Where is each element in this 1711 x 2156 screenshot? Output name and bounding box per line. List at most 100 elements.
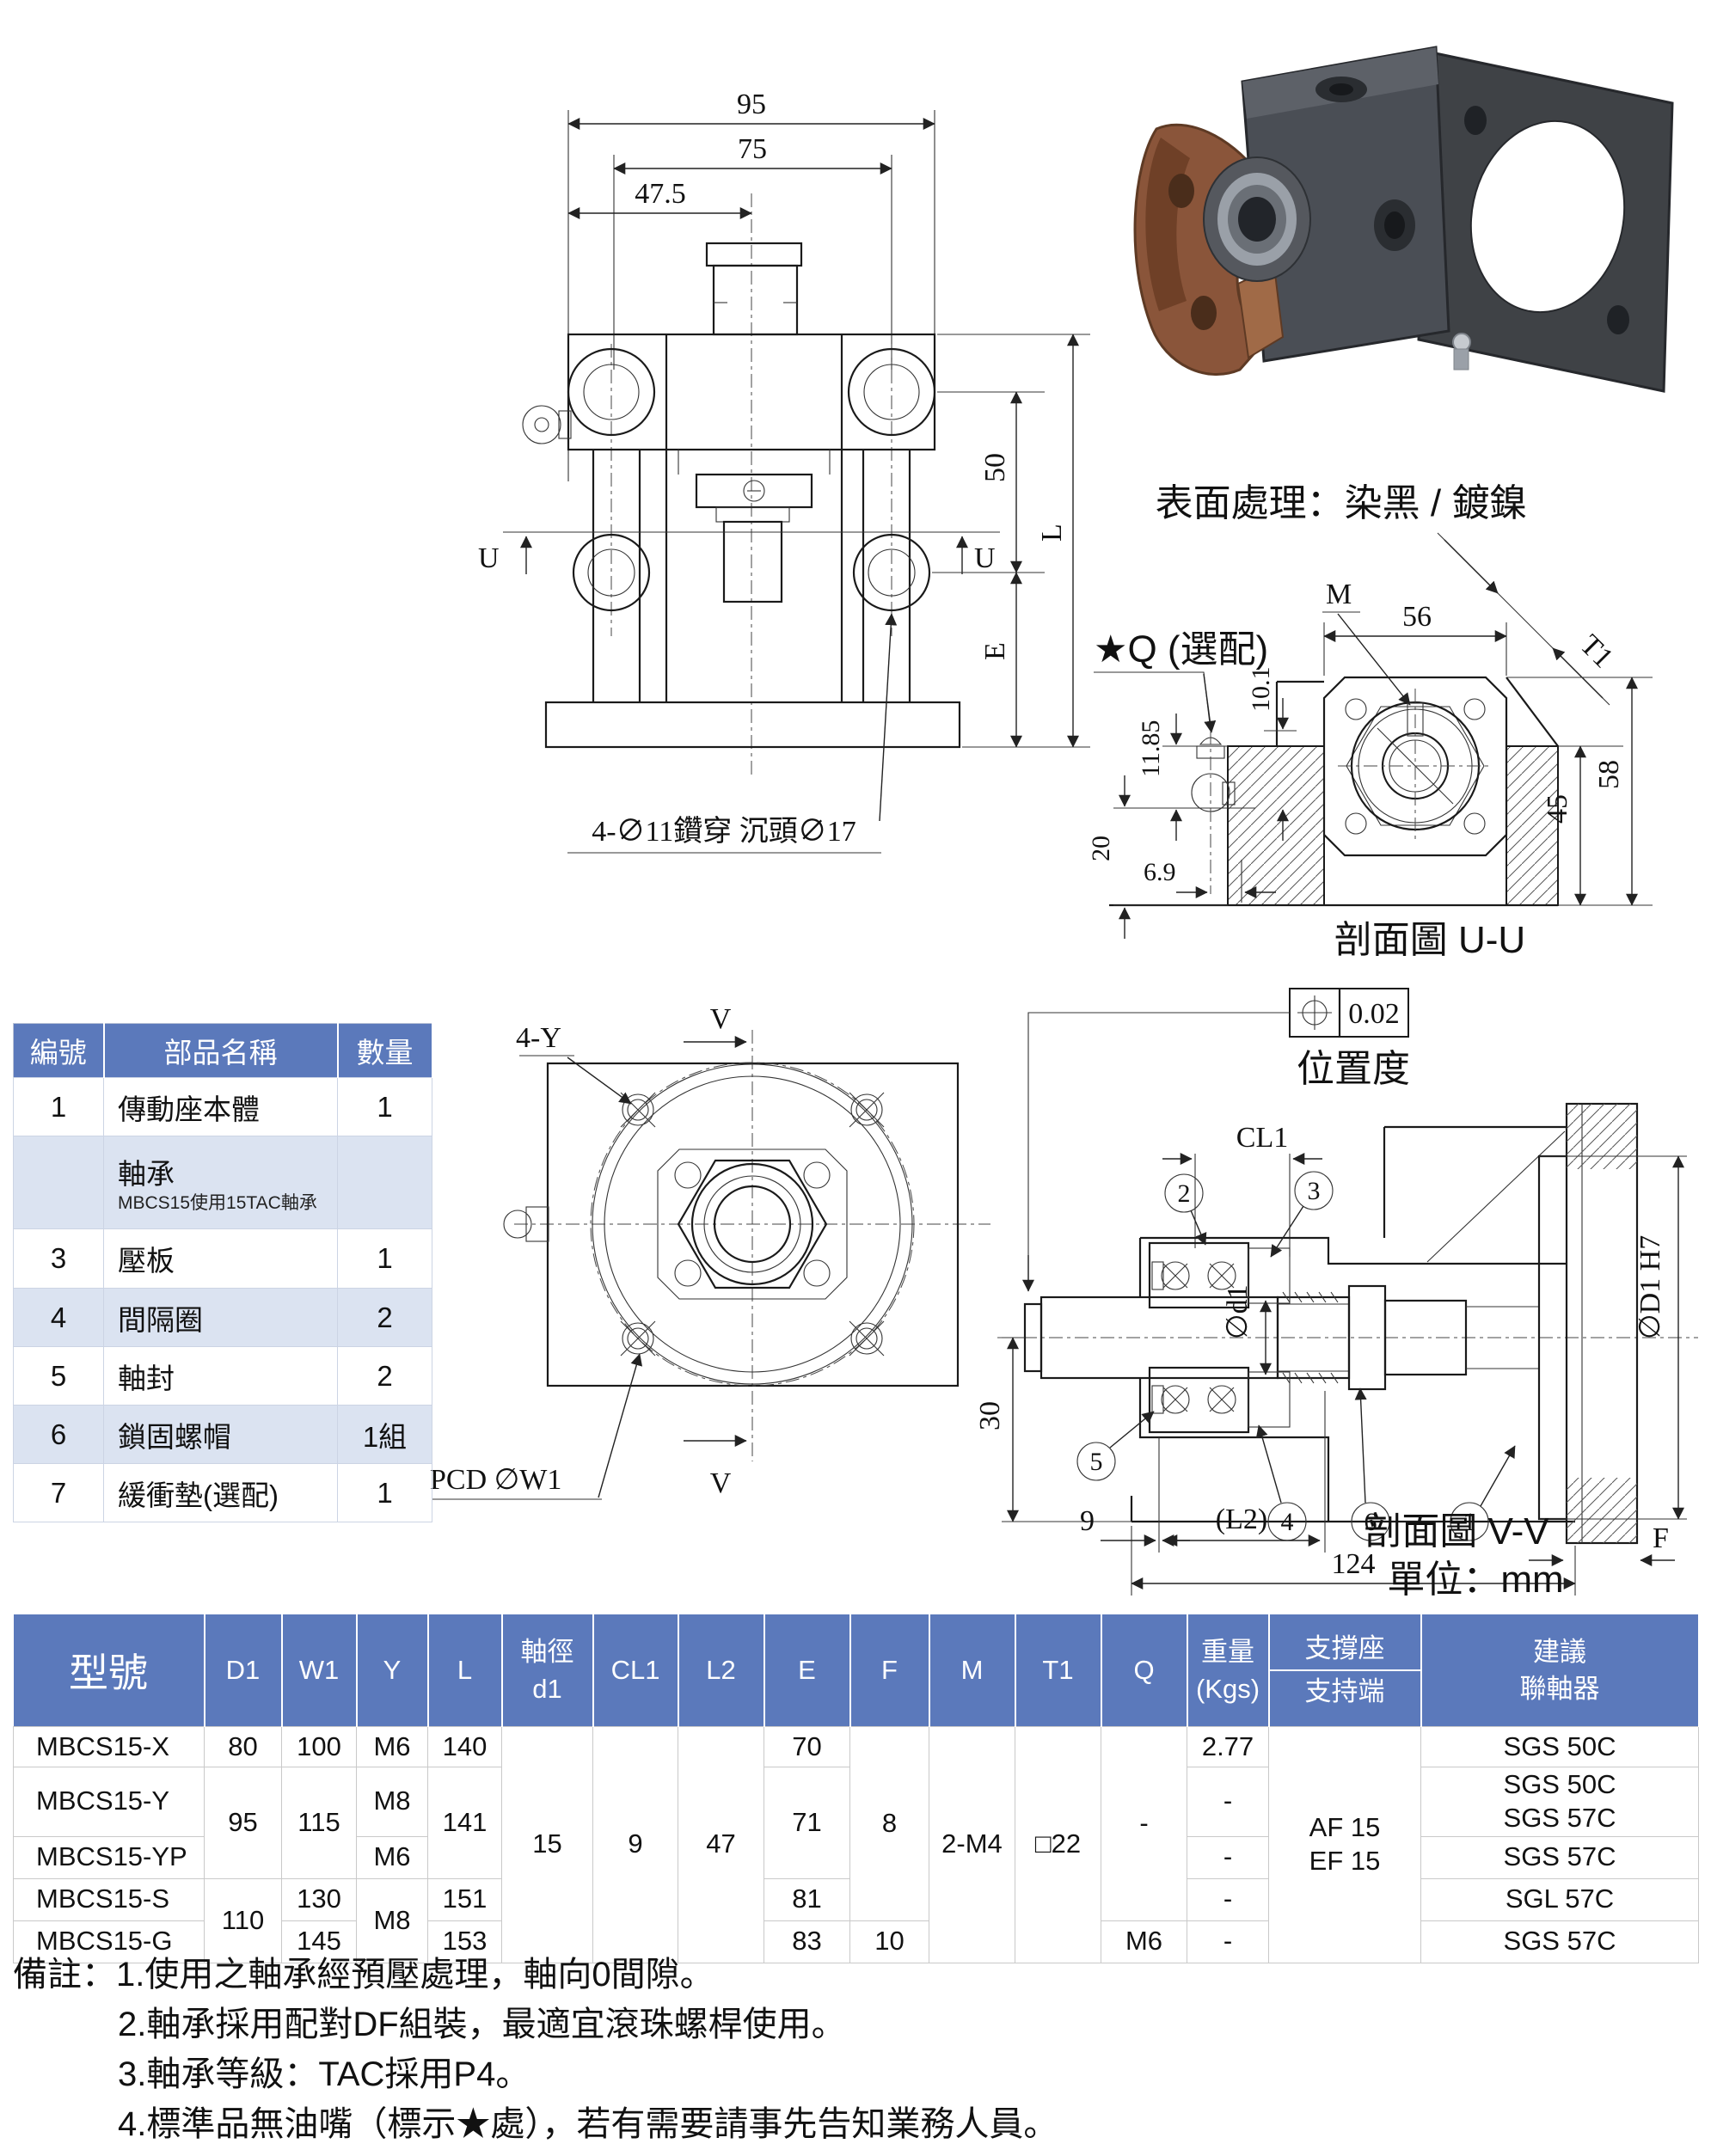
- dim-56: 56: [1402, 601, 1432, 633]
- parts-header-row: 編號 部品名稱 數量: [13, 1023, 433, 1078]
- model-cell: MBCS15-YP: [13, 1835, 205, 1879]
- dim-75: 75: [738, 133, 767, 165]
- table-row: 5 軸封 2: [13, 1346, 432, 1406]
- balloon-2: 2: [1178, 1179, 1191, 1208]
- dim-45: 45: [1542, 794, 1573, 824]
- part-name: 壓板: [103, 1228, 338, 1289]
- spec-header-l2: L2: [678, 1614, 765, 1727]
- section-u-right: U: [974, 542, 996, 574]
- spec-header-coupling: 建議聯軸器: [1420, 1614, 1700, 1727]
- table-row: MBCS15-X 80 100 M6 140 15 9 47 70 8 2-M4…: [13, 1726, 1699, 1963]
- part-name-main: 軸承: [118, 1157, 175, 1190]
- section-vv-title: 剖面圖 V-V: [1364, 1510, 1549, 1553]
- section-u-left: U: [478, 542, 500, 574]
- table-row: MBCS15-S 110 130 M8 151 81 - SGL 57C: [13, 1877, 1699, 1963]
- coupling-line1: SGS 50C: [1503, 1769, 1616, 1799]
- model-cell: MBCS15-Y: [13, 1767, 205, 1837]
- spec-header-d1: D1: [204, 1614, 283, 1727]
- balloon-4: 4: [1281, 1508, 1294, 1536]
- tolerance-label: 位置度: [1297, 1048, 1410, 1090]
- part-no: 7: [13, 1463, 104, 1522]
- dim-L: L: [1036, 524, 1068, 542]
- product-3d-render: 表面處理：染黑 / 鍍鎳: [1133, 46, 1674, 524]
- section-vv-view: 0.02 位置度 CL1: [974, 988, 1698, 1601]
- dim-T1: T1: [1573, 628, 1619, 674]
- dim-d1: ∅d1: [1222, 1284, 1254, 1339]
- table-row: MBCS15-G 145 153 83 10 M6 - SGS 57C: [13, 1920, 1699, 1963]
- support-line2: EF 15: [1309, 1845, 1381, 1876]
- dim-10-1: 10.1: [1247, 667, 1275, 713]
- spec-header-w1: W1: [281, 1614, 358, 1727]
- dim-6-9: 6.9: [1144, 858, 1176, 886]
- part-qty: 2: [337, 1288, 432, 1347]
- spec-header-f: F: [849, 1614, 930, 1727]
- part-name: 軸封: [103, 1346, 338, 1406]
- model-cell: MBCS15-G: [13, 1920, 205, 1963]
- dim-47-5: 47.5: [635, 178, 686, 210]
- balloon-callouts: 2 3 5 4 6 1: [1076, 1171, 1516, 1541]
- spec-header-t1: T1: [1015, 1614, 1102, 1727]
- part-qty: 1: [337, 1228, 432, 1289]
- table-row: 1 傳動座本體 1: [13, 1077, 432, 1136]
- part-no: 5: [13, 1346, 104, 1406]
- part-no: 3: [13, 1228, 104, 1289]
- spec-header-y: Y: [356, 1614, 429, 1727]
- support-line1: AF 15: [1309, 1812, 1381, 1842]
- balloon-1: 1: [1463, 1508, 1476, 1536]
- spec-header-weight: 重量(Kgs): [1187, 1614, 1270, 1727]
- dim-F: F: [1653, 1522, 1669, 1554]
- notes-prefix: 備註：: [13, 1956, 116, 1994]
- dim-E: E: [979, 642, 1011, 660]
- v-bottom-label: V: [710, 1467, 732, 1499]
- coupling-line2: SGS 57C: [1503, 1802, 1616, 1833]
- note-1: 1.使用之軸承經預壓處理，軸向0間隙。: [116, 1956, 714, 1994]
- table-row: 6 鎖固螺帽 1組: [13, 1405, 432, 1464]
- part-qty: 2: [337, 1346, 432, 1406]
- part-qty: [337, 1136, 432, 1229]
- dim-M: M: [1326, 579, 1352, 610]
- front-circular-view: V 4-Y PCD ∅W1 V: [430, 1003, 990, 1500]
- model-cell: MBCS15-S: [13, 1877, 205, 1921]
- q-option-label: ★Q (選配): [1094, 628, 1268, 671]
- model-cell: MBCS15-X: [13, 1726, 205, 1767]
- table-row: 3 壓板 1: [13, 1228, 432, 1289]
- part-name: 鎖固螺帽: [103, 1405, 338, 1464]
- spec-header-cl1: CL1: [592, 1614, 679, 1727]
- tolerance-value: 0.02: [1348, 998, 1400, 1030]
- dim-30: 30: [974, 1401, 1006, 1430]
- part-qty: 1組: [337, 1405, 432, 1464]
- table-row: MBCS15-YP M6 - SGS 57C: [13, 1835, 1699, 1879]
- part-no: 6: [13, 1405, 104, 1464]
- part-name: 緩衝墊(選配): [103, 1463, 338, 1522]
- footer-notes: 備註：1.使用之軸承經預壓處理，軸向0間隙。 2.軸承採用配對DF組裝，最適宜滾…: [13, 1950, 1690, 2149]
- spec-header-m: M: [929, 1614, 1016, 1727]
- balloon-6: 6: [1365, 1508, 1377, 1536]
- front-elevation-view: 95 75 47.5 U U 4-∅11鑽穿 沉頭∅17 50 L E: [478, 89, 1090, 854]
- part-no: 4: [13, 1288, 104, 1347]
- table-row: 4 間隔圈 2: [13, 1288, 432, 1347]
- part-name-sub: MBCS15使用15TAC軸承: [118, 1192, 317, 1213]
- label-4y: 4-Y: [516, 1022, 561, 1054]
- dim-124: 124: [1332, 1548, 1376, 1580]
- part-qty: 1: [337, 1077, 432, 1136]
- dim-L2: (L2): [1216, 1504, 1267, 1535]
- dim-11-85: 11.85: [1137, 720, 1165, 777]
- dim-CL1: CL1: [1236, 1122, 1288, 1154]
- spec-header-l: L: [427, 1614, 503, 1727]
- parts-header-name: 部品名稱: [103, 1023, 339, 1078]
- balloon-5: 5: [1090, 1448, 1103, 1476]
- note-line-2: 2.軸承採用配對DF組裝，最適宜滾珠螺桿使用。: [118, 2006, 846, 2043]
- surface-treatment-caption: 表面處理：染黑 / 鍍鎳: [1156, 482, 1528, 524]
- v-top-label: V: [710, 1003, 732, 1035]
- part-name: 傳動座本體: [103, 1077, 338, 1136]
- spec-header-support: 支撐座支持端: [1268, 1614, 1422, 1727]
- balloon-3: 3: [1308, 1177, 1321, 1205]
- parts-header-no: 編號: [13, 1023, 105, 1078]
